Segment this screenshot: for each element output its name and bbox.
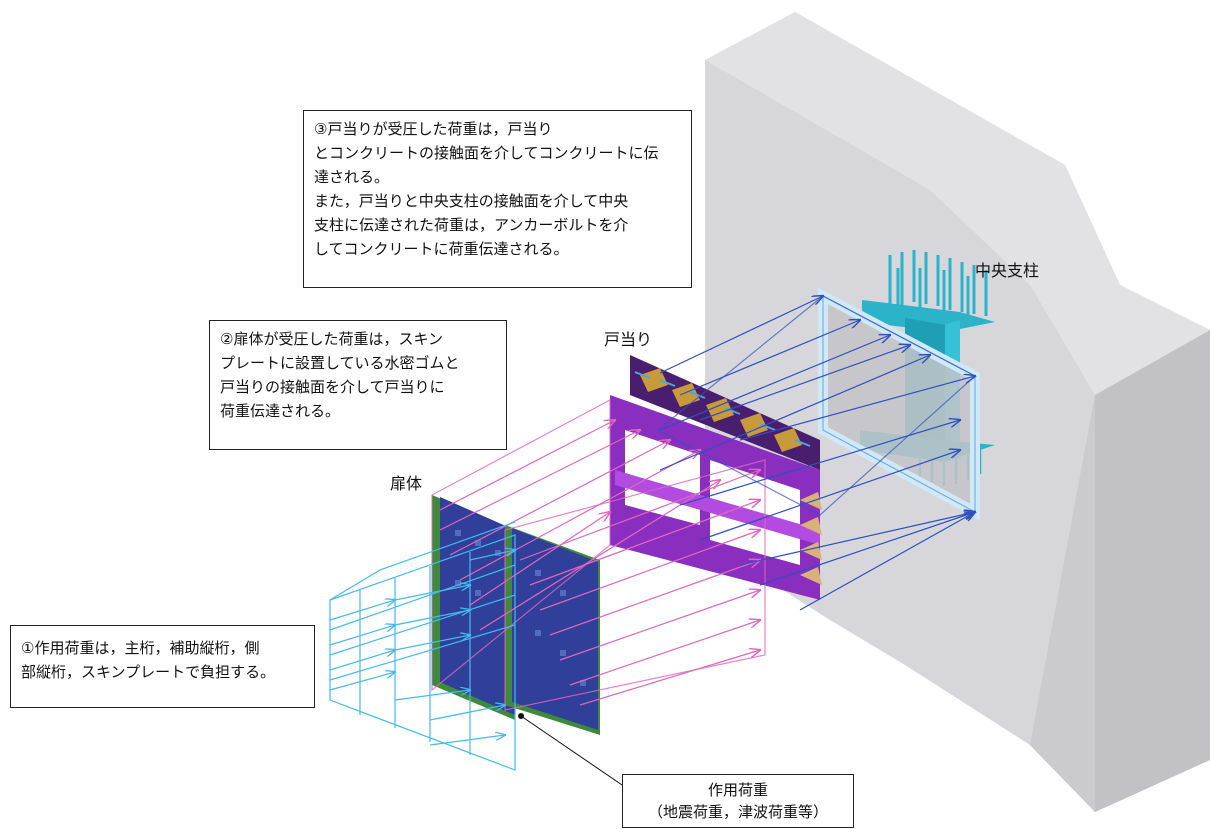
note-load-to-concrete: ③戸当りが受圧した荷重は，戸当り とコンクリートの接触面を介してコンクリートに伝… (303, 110, 692, 288)
applied-load-grid (329, 521, 515, 771)
door-body-label: 扉体 (390, 474, 423, 493)
note2-line: 戸当りの接触面を介して戸当りに (220, 378, 445, 396)
note-load-to-door-stop: ②扉体が受圧した荷重は，スキン プレートに設置している水密ゴムと 戸当りの接触面… (209, 320, 507, 450)
center-column-label: 中央支柱 (975, 261, 1040, 280)
note3-line: してコンクリートに荷重伝達される。 (314, 240, 569, 258)
note2-line: 荷重伝達される。 (220, 402, 341, 420)
note3-line: 達される。 (314, 168, 390, 186)
load-leader-line (518, 713, 626, 788)
applied-load-box: 作用荷重 （地震荷重，津波荷重等） (622, 774, 854, 828)
pink-load-arrows (431, 398, 766, 711)
note3-line: また，戸当りと中央支柱の接触面を介して中央 (314, 192, 629, 210)
note3-line: ③戸当りが受圧した荷重は，戸当り (314, 120, 553, 138)
note2-line: ②扉体が受圧した荷重は，スキン (220, 330, 443, 348)
blue-load-arrows (656, 296, 975, 611)
note1-line: ①作用荷重は，主桁，補助縦桁，側 (21, 639, 260, 657)
door-body (432, 495, 600, 735)
note-applied-load: ①作用荷重は，主桁，補助縦桁，側 部縦桁，スキンプレートで負担する。 (10, 625, 315, 708)
note3-line: 支柱に伝達された荷重は，アンカーボルトを介 (314, 216, 629, 234)
applied-load-examples: （地震荷重，津波荷重等） (647, 803, 828, 821)
note1-line: 部縦桁，スキンプレートで負担する。 (21, 663, 276, 681)
note2-line: プレートに設置している水密ゴムと (220, 354, 460, 372)
door-stop-frame (610, 355, 822, 600)
door-stop-label: 戸当り (604, 330, 653, 349)
applied-load-title: 作用荷重 (707, 781, 768, 799)
note3-line: とコンクリートの接触面を介してコンクリートに伝 (314, 144, 659, 162)
